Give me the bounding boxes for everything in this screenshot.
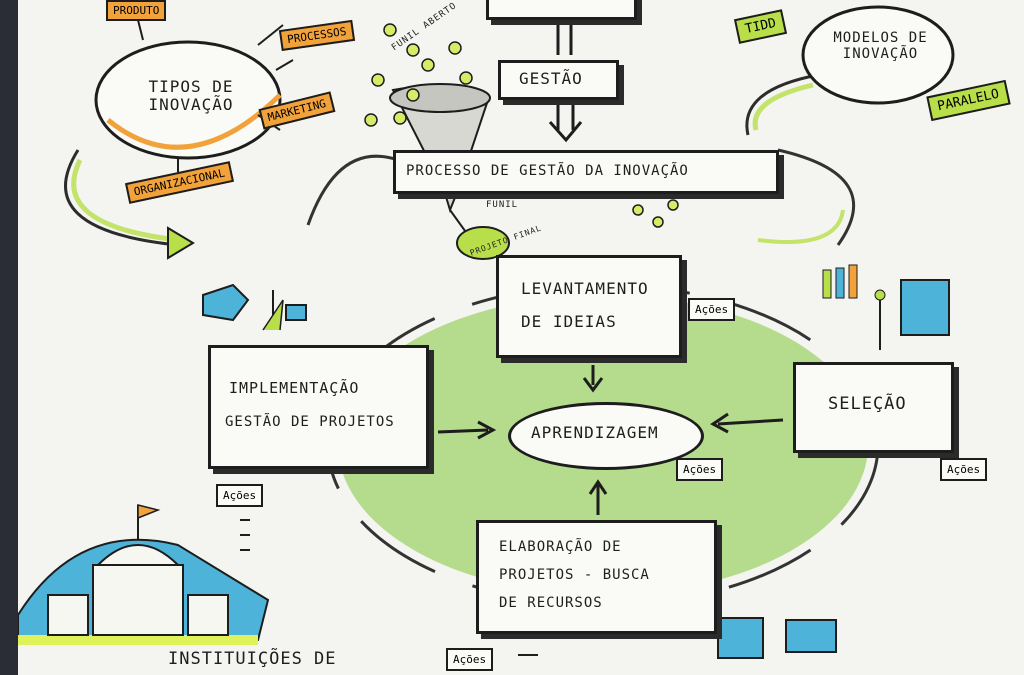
gestao-arrow-down <box>556 15 573 55</box>
elaboracao-line2: Projetos - Busca <box>499 567 650 583</box>
boards-illustration-bottom <box>717 617 837 659</box>
elaboracao-acoes: Ações <box>446 648 494 671</box>
arrow-sel-to-apr <box>710 412 784 434</box>
arrow-left-curve <box>64 149 179 247</box>
institution-illustration <box>18 504 270 645</box>
arc-left <box>306 154 399 226</box>
center-acoes: Ações <box>676 458 724 481</box>
selecao-line1: Seleção <box>828 394 907 414</box>
modelos-ellipse <box>801 5 955 105</box>
modelos-label: Modelos de Inovação <box>833 30 928 63</box>
implementacao-box: Implementação Gestão de Projetos <box>208 345 429 469</box>
arrow-left-head <box>167 226 195 260</box>
levantamento-box: Levantamento de Ideias <box>496 255 682 358</box>
arc-right <box>777 148 856 246</box>
selecao-box: Seleção <box>793 362 954 453</box>
aprendizagem-ellipse: Aprendizagem <box>508 402 704 470</box>
arrow-impl-to-apr <box>437 420 497 440</box>
implementacao-line1: Implementação <box>229 379 360 397</box>
paper-sheet: Tipos de Inovação Produto Processos Mark… <box>18 0 1024 675</box>
process-bar-label: Processo de Gestão da Inovação <box>406 163 689 179</box>
instituicoes-label: Instituições de <box>168 649 337 669</box>
gestao-box: Gestão <box>498 60 619 100</box>
elaboracao-line3: de Recursos <box>499 595 603 611</box>
levantamento-line1: Levantamento <box>521 279 649 298</box>
elaboracao-line1: Elaboração de <box>499 539 622 555</box>
arrow-elab-to-apr <box>588 479 608 515</box>
projeto-final-bubble <box>456 226 510 260</box>
levantamento-acoes: Ações <box>688 298 736 321</box>
funil-label: Funil <box>486 200 519 210</box>
tag-produto: Produto <box>106 0 167 21</box>
flag-illustration-left <box>202 283 307 331</box>
arrow-right-curve <box>745 73 819 136</box>
chart-illustration-right <box>822 264 950 350</box>
lightbulbs <box>364 23 679 228</box>
elaboracao-box: Elaboração de Projetos - Busca de Recurs… <box>476 520 717 634</box>
levantamento-line2: de Ideias <box>521 312 617 331</box>
gestao-label: Gestão <box>519 69 583 88</box>
arrow-lev-to-apr <box>582 365 604 393</box>
gestao-top-box <box>486 0 637 20</box>
implementacao-line2: Gestão de Projetos <box>225 414 395 430</box>
aprendizagem-label: Aprendizagem <box>531 423 659 442</box>
selecao-acoes: Ações <box>940 458 988 481</box>
implementacao-acoes: Ações <box>216 484 264 507</box>
process-bar: Processo de Gestão da Inovação <box>393 150 779 194</box>
diagram-artwork <box>18 5 955 659</box>
tipos-label: Tipos de Inovação <box>148 77 234 115</box>
